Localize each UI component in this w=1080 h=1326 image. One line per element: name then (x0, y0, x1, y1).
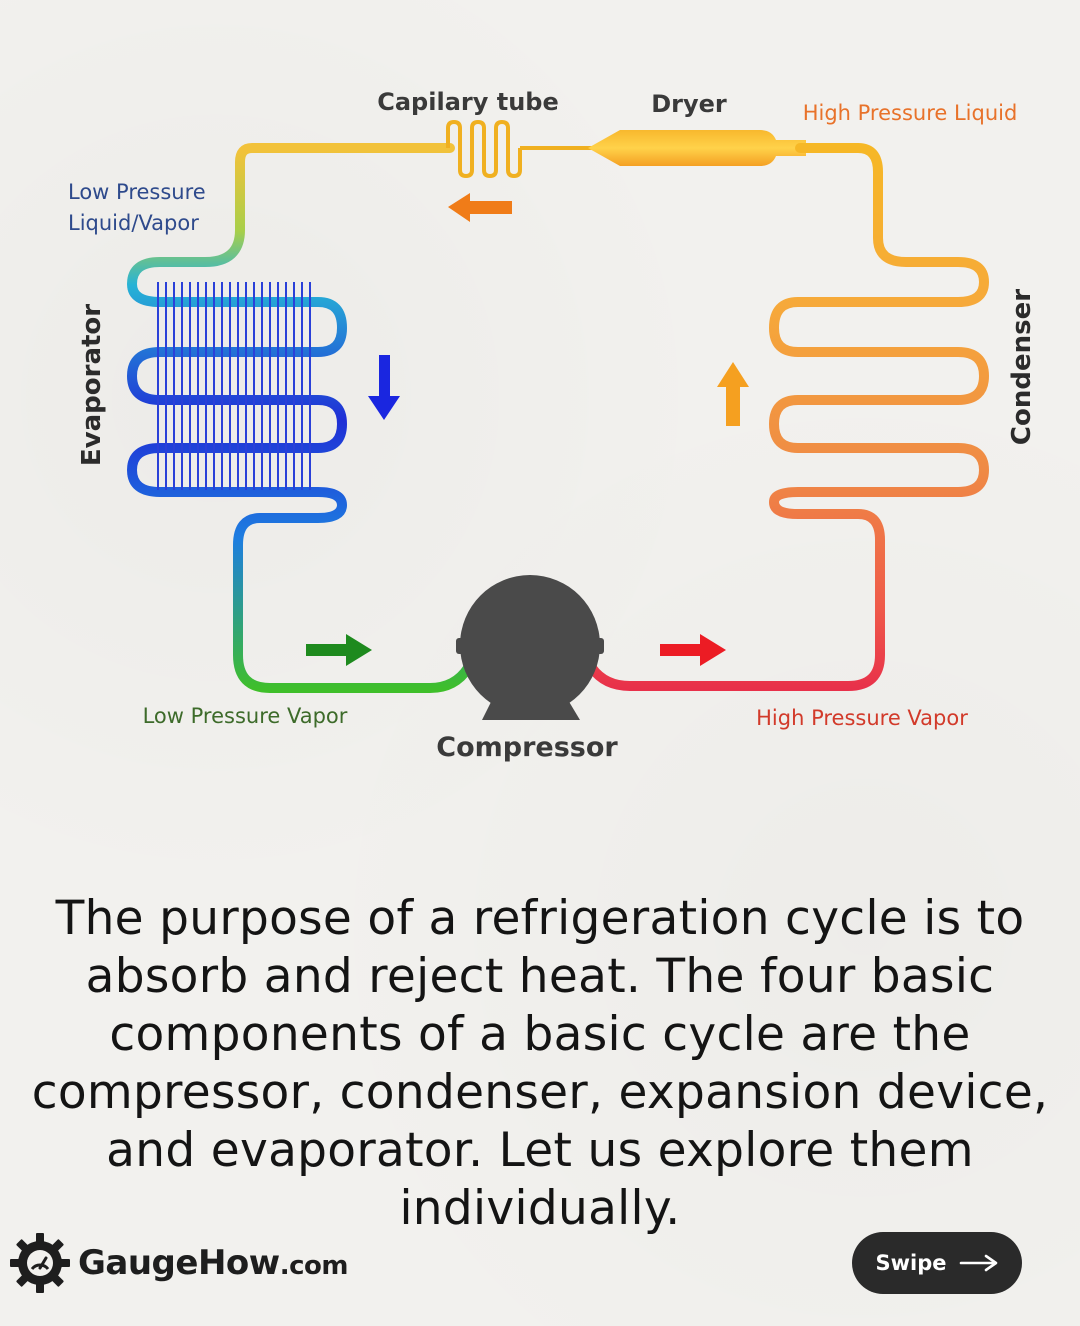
description-text: The purpose of a refrigeration cycle is … (30, 890, 1050, 1238)
flow-arrow-up-orange (717, 362, 749, 426)
dryer-label: Dryer (651, 90, 727, 118)
capillary-tube-coil (446, 119, 600, 179)
brand-name: GaugeHow.com (78, 1243, 348, 1283)
brand-logo: GaugeHow.com (8, 1230, 348, 1296)
arrow-right-icon (959, 1254, 997, 1272)
evaporator-fins (157, 282, 311, 490)
flow-arrow-left-orange (448, 193, 512, 222)
description-line: individually. (399, 1181, 681, 1236)
description-line: compressor, condenser, expansion device, (31, 1065, 1049, 1120)
swipe-button[interactable]: Swipe (852, 1232, 1022, 1294)
evaporator-label: Evaporator (77, 304, 107, 466)
gear-logo-icon (10, 1233, 70, 1293)
description-line: absorb and reject heat. The four basic (85, 949, 995, 1004)
low-pressure-liquid-vapor-label-line2: Liquid/Vapor (68, 211, 199, 235)
compressor-label: Compressor (436, 732, 618, 763)
flow-arrow-right-red (660, 634, 726, 666)
flow-arrow-right-green (306, 634, 372, 666)
description-line: The purpose of a refrigeration cycle is … (55, 891, 1025, 946)
condenser-label: Condenser (1007, 289, 1037, 445)
low-pressure-vapor-label: Low Pressure Vapor (143, 704, 348, 728)
swipe-label: Swipe (875, 1251, 947, 1275)
description-line: components of a basic cycle are the (109, 1007, 971, 1062)
low-pressure-liquid-vapor-label-line1: Low Pressure (68, 180, 206, 204)
description-line: and evaporator. Let us explore them (106, 1123, 974, 1178)
high-pressure-liquid-label: High Pressure Liquid (803, 101, 1018, 125)
refrigeration-cycle-diagram: Capilary tube Dryer High Pressure Liquid… (68, 88, 1037, 763)
left-pipe (127, 143, 473, 693)
flow-arrow-down-blue (368, 355, 400, 420)
dryer-shape (588, 130, 806, 166)
right-pipe (587, 143, 989, 691)
capillary-tube-label: Capilary tube (377, 88, 559, 116)
high-pressure-vapor-label: High Pressure Vapor (756, 706, 968, 730)
compressor-shape (456, 575, 604, 720)
